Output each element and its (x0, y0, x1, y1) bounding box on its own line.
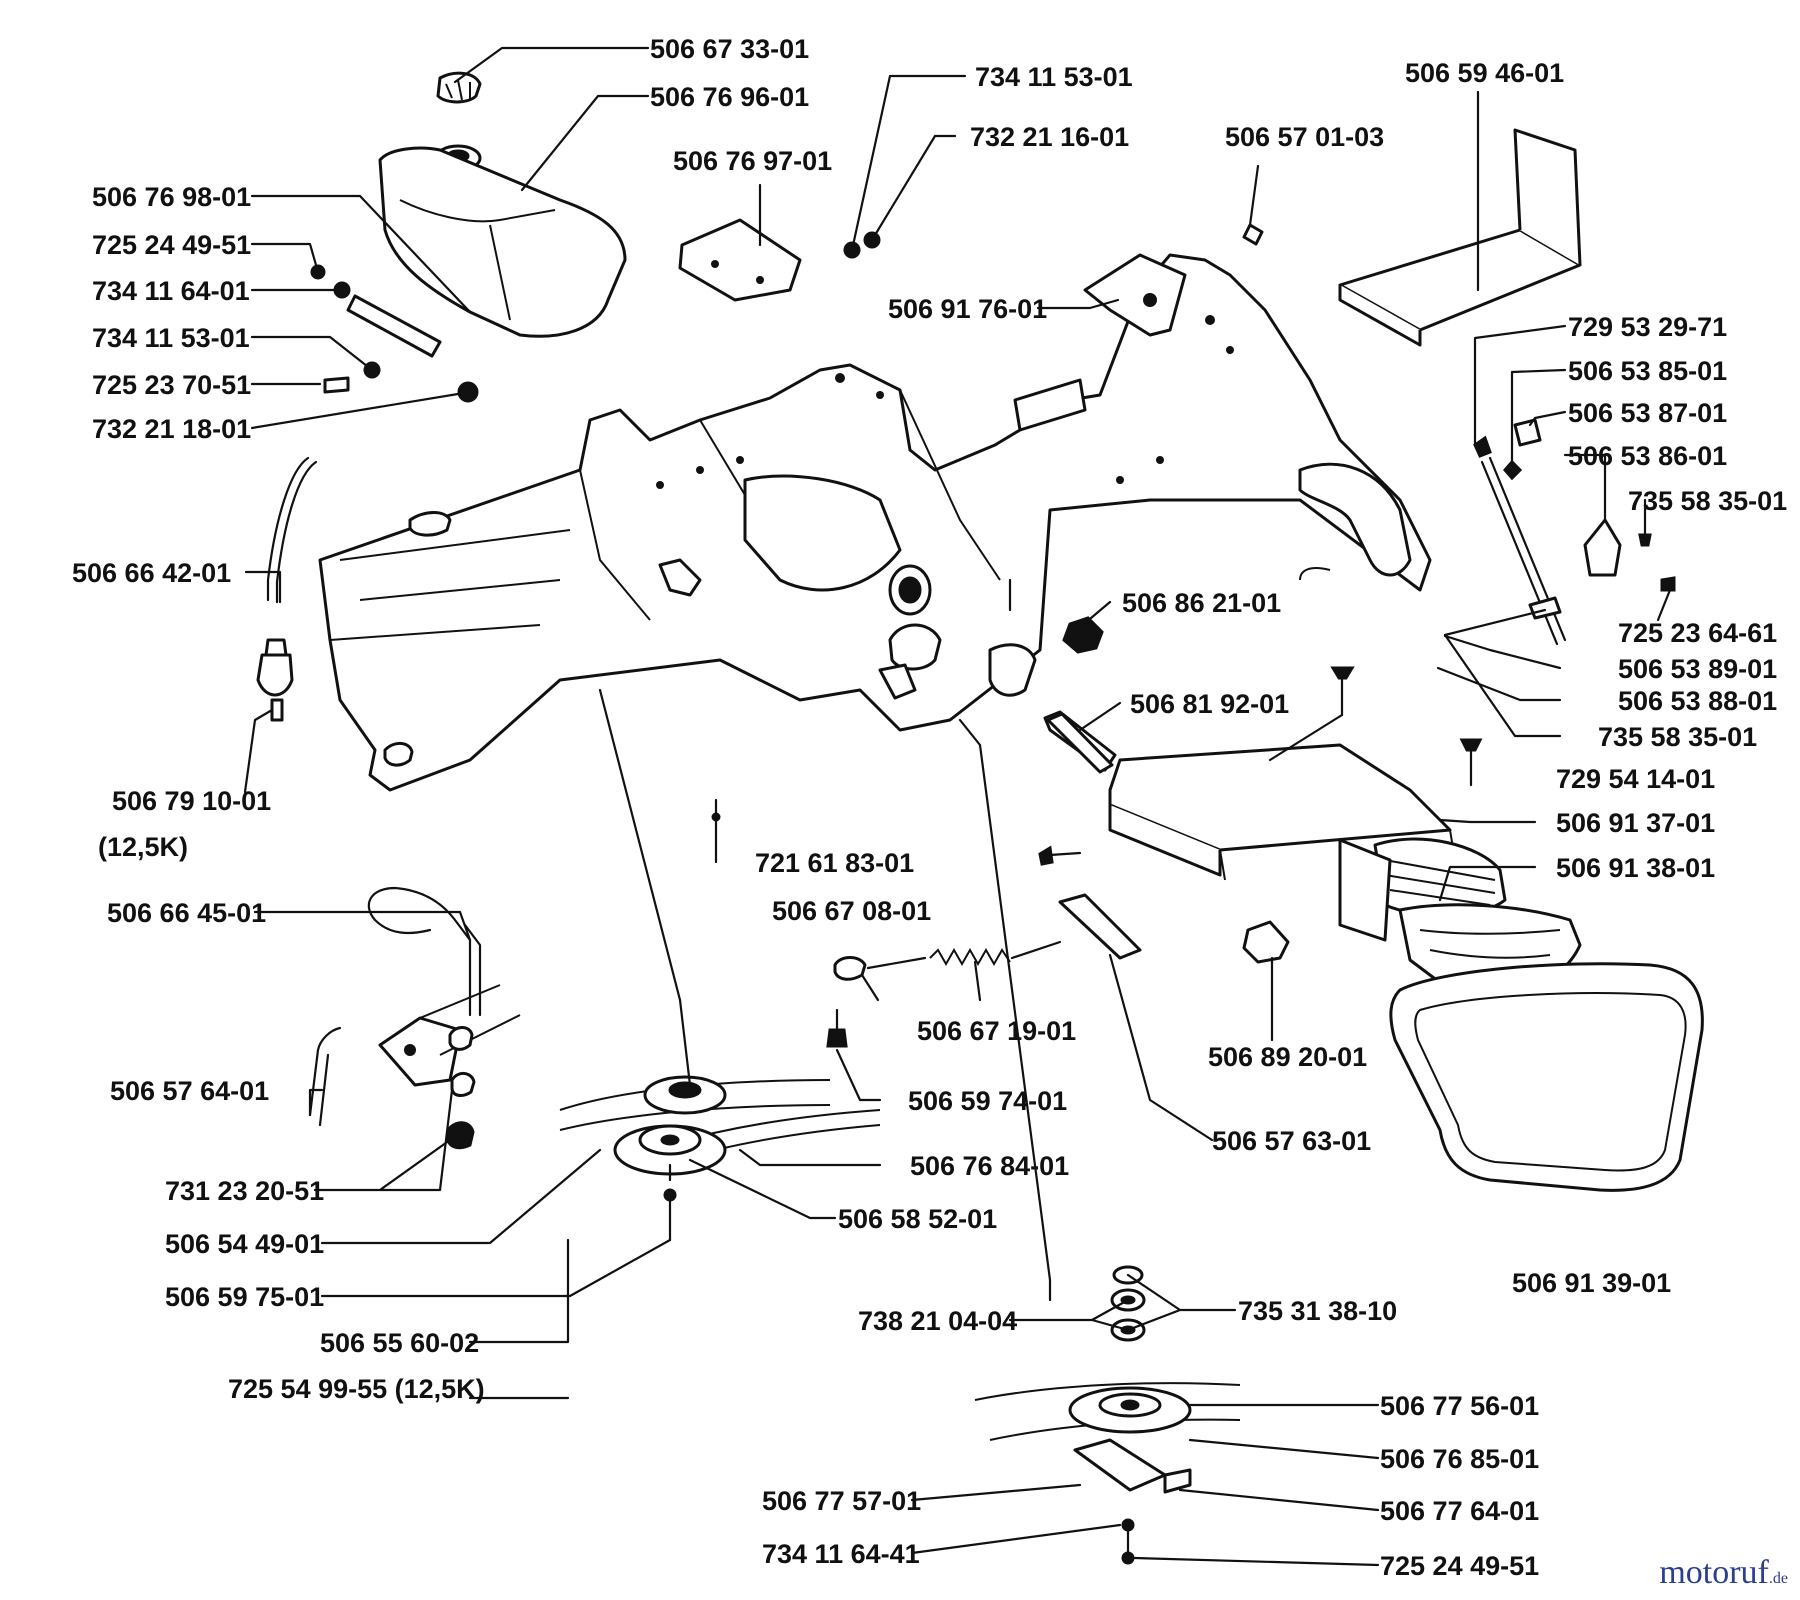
part-label: 506 77 64-01 (1380, 1496, 1539, 1526)
part-label: (12,5K) (98, 832, 188, 862)
part-label: 506 57 01-03 (1225, 122, 1384, 152)
part-drawings (256, 71, 1704, 1565)
part-label: 506 81 92-01 (1130, 689, 1289, 719)
part-label: 506 77 56-01 (1380, 1391, 1539, 1421)
watermark-brand: motoruf (1659, 1554, 1769, 1591)
part-label: 734 11 64-41 (762, 1539, 920, 1569)
part-label: 506 67 33-01 (650, 34, 809, 64)
part-label: 506 53 89-01 (1618, 654, 1777, 684)
part-label: 506 86 21-01 (1122, 588, 1281, 618)
part-label: 506 76 96-01 (650, 82, 809, 112)
pulley-left-drawing (559, 1075, 881, 1242)
watermark-tld: .de (1768, 1570, 1788, 1587)
linkage-drawing (1443, 418, 1676, 646)
part-label: 506 91 39-01 (1512, 1268, 1671, 1298)
part-label: 725 23 64-61 (1618, 618, 1777, 648)
part-label: 506 67 19-01 (917, 1016, 1076, 1046)
part-label: 734 11 64-01 (92, 276, 250, 306)
lever-drawing (308, 886, 521, 1150)
part-label: 506 53 85-01 (1568, 356, 1727, 386)
part-label: 506 79 10-01 (112, 786, 271, 816)
part-label: 725 23 70-51 (92, 370, 251, 400)
part-label: 725 54 99-55 (12,5K) (228, 1374, 485, 1404)
part-label: 506 67 08-01 (772, 896, 931, 926)
part-label: 732 21 18-01 (92, 414, 251, 444)
part-label: 506 89 20-01 (1208, 1042, 1367, 1072)
part-label: 731 23 20-51 (165, 1176, 324, 1206)
part-label: 732 21 16-01 (970, 122, 1129, 152)
leader-lines (243, 46, 1672, 1567)
part-label: 506 76 84-01 (910, 1151, 1069, 1181)
spring-drawing (826, 893, 1142, 1048)
part-label: 506 53 86-01 (1568, 441, 1727, 471)
part-label: 506 91 76-01 (888, 294, 1047, 324)
part-label: 506 91 37-01 (1556, 808, 1715, 838)
watermark-logo: motoruf.de (1659, 1554, 1788, 1592)
part-label: 729 53 29-71 (1568, 312, 1727, 342)
part-label: 734 11 53-01 (975, 62, 1133, 92)
part-label: 506 91 38-01 (1556, 853, 1715, 883)
part-label: 506 55 60-02 (320, 1328, 479, 1358)
rear-guard-drawing (1108, 743, 1582, 996)
part-label: 506 66 42-01 (72, 558, 231, 588)
part-label: 506 76 85-01 (1380, 1444, 1539, 1474)
part-label: 735 58 35-01 (1628, 486, 1787, 516)
part-label: 729 54 14-01 (1556, 764, 1715, 794)
part-label: 725 24 49-51 (1380, 1551, 1539, 1581)
clip-drawing (1242, 920, 1290, 964)
part-label: 506 76 98-01 (92, 182, 251, 212)
seat-plate-drawing (1242, 128, 1582, 347)
part-label: 506 76 97-01 (673, 146, 832, 176)
fuel-tank-drawing (378, 71, 627, 338)
screws-drawing (711, 666, 1483, 866)
fuel-line-drawing (256, 456, 318, 722)
part-label: 506 59 74-01 (908, 1086, 1067, 1116)
part-label: 721 61 83-01 (755, 848, 914, 878)
part-labels: 506 67 33-01 506 76 96-01 506 76 98-01 7… (72, 34, 1787, 1581)
part-label: 735 58 35-01 (1598, 722, 1757, 752)
main-frame-drawing (318, 253, 1432, 792)
part-label: 738 21 04-04 (858, 1306, 1017, 1336)
part-label: 506 53 88-01 (1618, 686, 1777, 716)
part-label: 506 53 87-01 (1568, 398, 1727, 428)
grass-bag-drawing (1389, 962, 1704, 1192)
part-label: 506 54 49-01 (165, 1229, 324, 1259)
pin-drawing (1046, 712, 1114, 774)
part-label: 506 77 57-01 (762, 1486, 921, 1516)
part-label: 506 59 75-01 (165, 1282, 324, 1312)
bracket-drawing (678, 218, 881, 302)
part-label: 506 58 52-01 (838, 1204, 997, 1234)
part-label: 506 66 45-01 (107, 898, 266, 928)
part-label: 506 57 63-01 (1212, 1126, 1371, 1156)
part-label: 734 11 53-01 (92, 323, 250, 353)
part-label: 506 59 46-01 (1405, 58, 1564, 88)
part-label: 506 57 64-01 (110, 1076, 269, 1106)
part-label: 735 31 38-10 (1238, 1296, 1397, 1326)
part-label: 725 24 49-51 (92, 230, 251, 260)
